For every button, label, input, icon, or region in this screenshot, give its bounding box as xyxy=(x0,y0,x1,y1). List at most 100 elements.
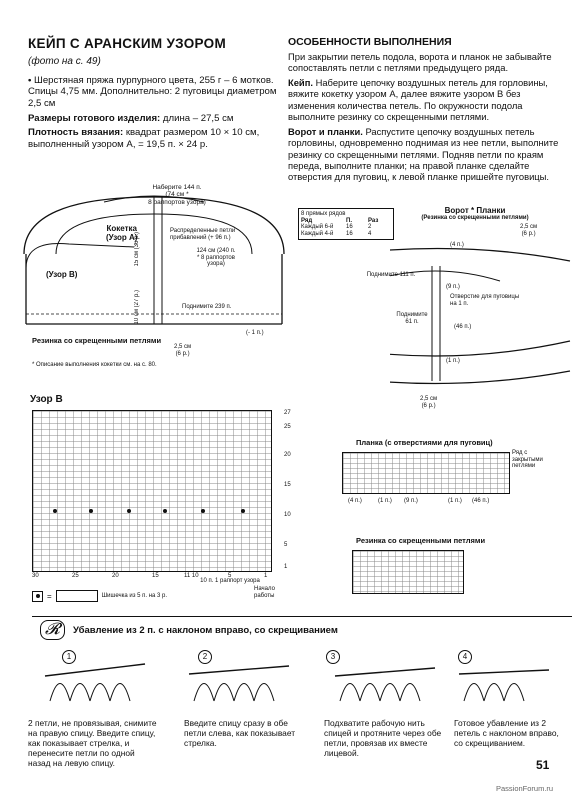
header-row: Ряд xyxy=(301,217,313,224)
step-4-illustration: 4 xyxy=(454,646,564,706)
planka-num: (4 п.) xyxy=(348,498,362,504)
step-2: 2 Введите спицу сразу в обе петли слева,… xyxy=(184,646,304,748)
kokette-pattern: (Узор А) xyxy=(106,233,138,242)
header-st: П. xyxy=(346,217,352,224)
keip-label: Кейп. xyxy=(288,76,313,88)
knit-icon: 𝓡 xyxy=(40,620,65,640)
minus-one: (- 1 п.) xyxy=(246,330,264,336)
step-2-illustration: 2 xyxy=(184,646,304,706)
step-number: 4 xyxy=(458,650,472,664)
needle-icon xyxy=(458,669,550,702)
step-4: 4 Готовое убавление из 2 петель с наклон… xyxy=(454,646,564,748)
photo-ref: (фото на с. 49) xyxy=(28,56,101,68)
size-line: Размеры готового изделия: длина – 27,5 с… xyxy=(28,113,278,125)
cast-on-line1: Наберите 144 п. xyxy=(152,184,202,191)
bobble-symbol xyxy=(127,509,131,513)
col-num: 30 xyxy=(32,573,39,579)
size-label: Размеры готового изделия: xyxy=(28,112,161,124)
decrease-header: 𝓡 Убавление из 2 п. с наклоном вправо, с… xyxy=(40,620,338,640)
step-3-illustration: 3 xyxy=(324,646,444,706)
keip-paragraph: Кейп. Наберите цепочку воздушных петель … xyxy=(288,77,560,123)
rib-dim: 2,5 см (6 р.) xyxy=(174,344,191,357)
cell: Каждый 6-й xyxy=(301,224,334,231)
increase-header: Ряд П. Раз xyxy=(301,218,391,225)
right-column: ОСОБЕННОСТИ ВЫПОЛНЕНИЯ При закрытии пете… xyxy=(288,36,560,186)
page-number: 51 xyxy=(536,758,550,772)
collar-subtitle: (Резинка со скрещенными петлями) xyxy=(421,215,529,221)
increase-row: Каждый 6-й 16 2 xyxy=(301,224,391,231)
decrease-steps: 1 2 петли, не провязывая, снимите на пра… xyxy=(28,646,568,776)
size-value: длина – 27,5 см xyxy=(162,112,234,124)
distributed-note: Распределенные петли прибавлений (+ 96 п… xyxy=(170,228,236,241)
step-number: 1 xyxy=(62,650,76,664)
rib-dim-cm: 2,5 см xyxy=(174,344,192,350)
planka-row-note: Ряд с закрытыми петлями xyxy=(512,450,543,470)
bobble-symbol xyxy=(163,509,167,513)
row-num: 20 xyxy=(284,452,291,458)
planka-num: (9 п.) xyxy=(404,498,418,504)
col-numbers: 30 25 20 15 11 10 5 1 xyxy=(32,573,282,581)
collar-bottom-dim: 2,5 см (6 р.) xyxy=(420,396,437,409)
page-title: КЕЙП С АРАНСКИМ УЗОРОМ xyxy=(28,36,227,51)
bobble-symbol xyxy=(53,509,57,513)
bobble-symbol xyxy=(241,509,245,513)
increase-caption: 8 прямых рядов xyxy=(301,211,346,217)
planka-num: (1 п.) xyxy=(378,498,392,504)
cell: Каждый 4-й xyxy=(301,230,334,237)
step-3: 3 Подхватите рабочую нить спицей и протя… xyxy=(324,646,444,758)
materials: Шерстяная пряжа пурпурного цвета, 255 г … xyxy=(28,75,278,110)
features-title: ОСОБЕННОСТИ ВЫПОЛНЕНИЯ xyxy=(288,36,452,48)
kokette-label: Кокетка (Узор А) xyxy=(106,224,137,242)
planka-num: (1 п.) xyxy=(448,498,462,504)
density-value: квадрат размером 10 × 10 см, выполненный… xyxy=(28,127,260,151)
step-1: 1 2 петли, не провязывая, снимите на пра… xyxy=(28,646,158,768)
collar-dim: 2,5 см (6 р.) xyxy=(520,224,537,237)
features-text: При закрытии петель подола, ворота и пла… xyxy=(288,50,552,74)
step-number: 3 xyxy=(326,650,340,664)
rib-label: Резинка со скрещенными петлями xyxy=(32,336,162,345)
rib-dim-rows: (6 р.) xyxy=(175,350,190,357)
needle-icon xyxy=(334,667,436,702)
col-num: 20 xyxy=(112,573,119,579)
decrease-title: Убавление из 2 п. с наклоном вправо, со … xyxy=(72,624,338,636)
row-num: 1 xyxy=(284,564,288,570)
cape-drawing xyxy=(23,195,285,325)
pattern-legend: = Шишечка из 5 п. на 3 р. xyxy=(32,590,167,602)
step-1-illustration: 1 xyxy=(28,646,158,706)
cast-on-line3: 8 раппортов узора) xyxy=(148,198,206,206)
footnote: * Описание выполнения кокетки см. на с. … xyxy=(32,362,157,368)
collar-bottom-cm: 2,5 см xyxy=(420,396,438,402)
collar-paragraph: Ворот и планки. Распустите цепочку возду… xyxy=(288,126,560,183)
cell: 2 xyxy=(368,224,372,231)
holes-note: Отверстие для пуговицы на 1 п. xyxy=(450,294,520,307)
step-3-text: Подхватите рабочую нить спицей и протяни… xyxy=(324,718,442,759)
dim-10: 10 см (27 р.) xyxy=(134,290,140,325)
row-num: 25 xyxy=(284,424,291,430)
keip-text: Наберите цепочку воздушных петель для го… xyxy=(288,76,548,123)
density-label: Плотность вязания: xyxy=(28,127,124,139)
left-column: КЕЙП С АРАНСКИМ УЗОРОМ (фото на с. 49) Ш… xyxy=(28,36,278,154)
cell: 16 xyxy=(346,224,353,231)
needle-icon xyxy=(188,665,290,702)
row-num: 10 xyxy=(284,512,291,518)
bobble-icon xyxy=(32,590,43,602)
cell: 4 xyxy=(368,230,372,237)
col-num: 5 xyxy=(228,573,232,579)
cape-schema: Наберите 144 п. (74 см * 8 раппортов узо… xyxy=(14,182,294,382)
row-num: 27 xyxy=(284,410,291,416)
increase-row: Каждый 4-й 16 4 xyxy=(301,231,391,238)
raise-239: Поднимите 239 п. xyxy=(182,304,232,310)
legend-text: Шишечка из 5 п. на 3 р. xyxy=(101,592,168,599)
decrease-divider xyxy=(32,616,572,617)
col-num: 15 xyxy=(152,573,159,579)
collar-schema: Ворот * Планки (Резинка со скрещенными п… xyxy=(367,206,580,416)
pattern-b-label: (Узор В) xyxy=(46,270,78,279)
kokette-title: Кокетка xyxy=(106,224,137,233)
raise-111: Поднимите 111 п. xyxy=(366,272,416,278)
collar-title-text: Ворот * Планки xyxy=(444,206,506,215)
watermark: PassionForum.ru xyxy=(496,784,554,793)
rapport-note: 10 п. 1 раппорт узора xyxy=(200,578,260,584)
pattern-b-chart xyxy=(32,410,272,572)
n9: (9 п.) xyxy=(446,284,460,290)
pattern-b-title: Узор В xyxy=(30,394,63,405)
